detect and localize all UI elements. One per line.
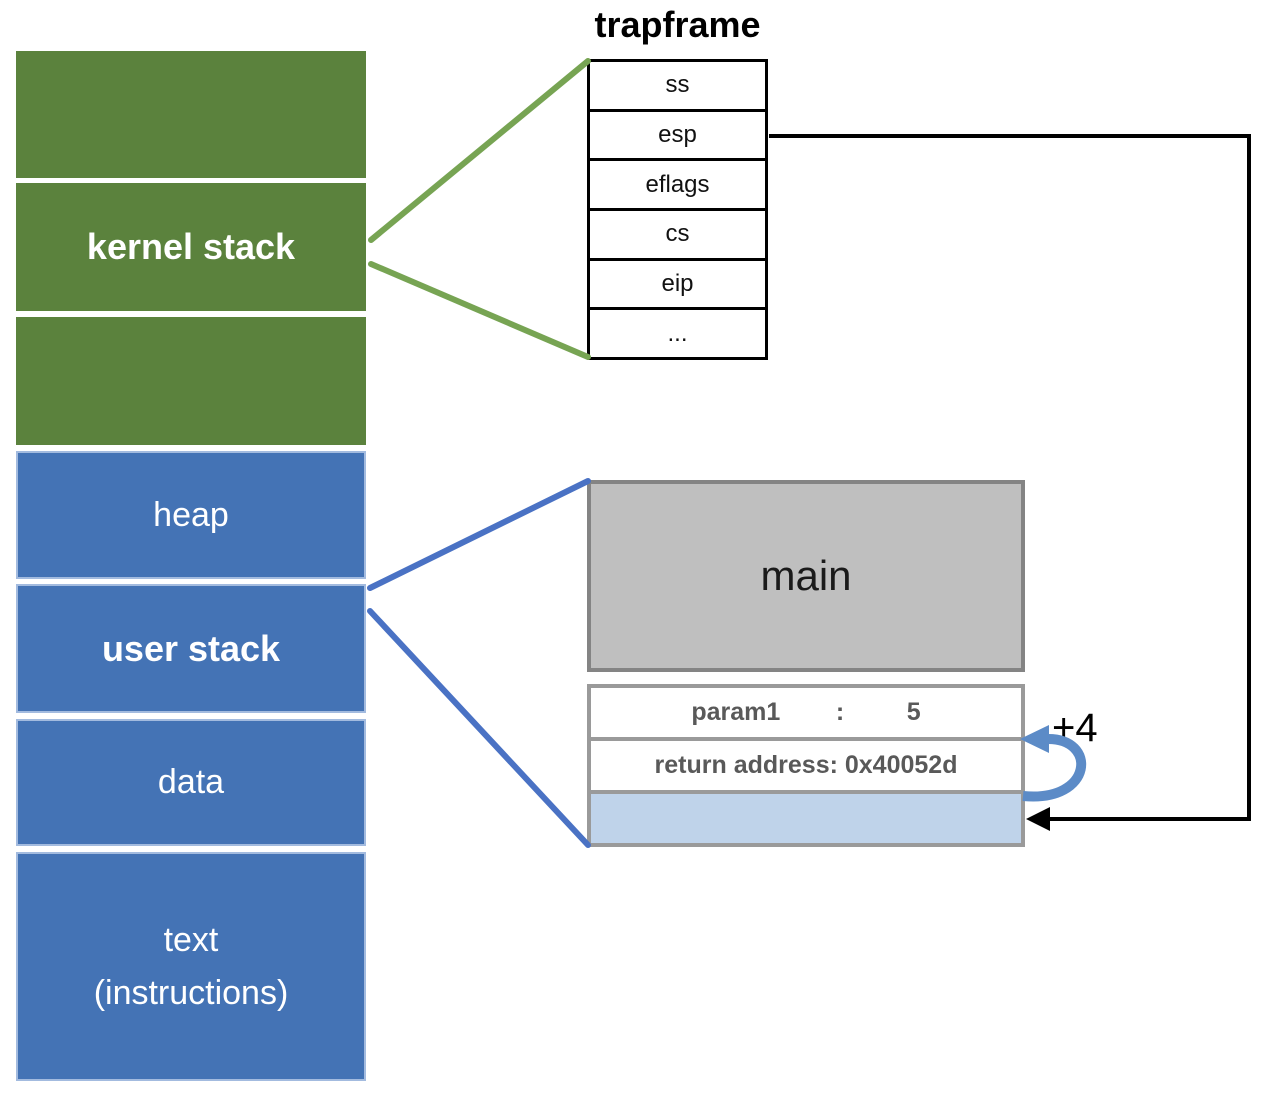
plus4-offset-label: +4 bbox=[1052, 706, 1098, 750]
memory-segment-kernel-stack: kernel stack bbox=[16, 183, 366, 311]
trapframe-row-ss: ss bbox=[665, 71, 690, 99]
stack-frame-row-return-address: return address: 0x40052d bbox=[591, 737, 1021, 790]
trapframe-row-more: ... bbox=[590, 307, 765, 357]
trapframe-row-eip: eip bbox=[590, 257, 765, 308]
memory-segment-data: data bbox=[16, 719, 366, 846]
memory-segment-heap: heap bbox=[16, 451, 366, 579]
trapframe-row-cs: cs bbox=[590, 208, 765, 258]
user-expansion-line-lower bbox=[367, 608, 591, 848]
stack-frame-row-esp-target bbox=[591, 790, 1021, 843]
kernel-expansion-line-lower bbox=[368, 261, 591, 360]
segment-label: data bbox=[157, 763, 225, 801]
kernel-expansion-line-upper bbox=[368, 58, 591, 243]
main-function-box: main bbox=[587, 480, 1025, 672]
segment-label: user stack bbox=[101, 627, 281, 669]
trapframe-table: ss esp eflags cs eip ... bbox=[587, 59, 768, 360]
user-expansion-line-upper bbox=[367, 478, 591, 591]
trapframe-title: trapframe bbox=[594, 4, 761, 45]
segment-label: kernel stack bbox=[86, 226, 296, 267]
trapframe-row-eflags: eflags bbox=[590, 158, 765, 208]
segment-label: text (instructions) bbox=[93, 920, 289, 1012]
esp-pointer-arrowhead bbox=[1026, 807, 1050, 831]
main-label: main bbox=[760, 552, 852, 599]
segment-label: heap bbox=[153, 495, 229, 534]
memory-segment-kernel-lower bbox=[16, 317, 366, 445]
stack-frame-row-param1: param1 : 5 bbox=[691, 698, 921, 726]
memory-segment-text: text (instructions) bbox=[16, 852, 366, 1081]
memory-segment-kernel-upper bbox=[16, 51, 366, 178]
stack-frame-table: param1 : 5 return address: 0x40052d bbox=[587, 684, 1025, 847]
memory-segment-user-stack: user stack bbox=[16, 584, 366, 713]
trapframe-row-esp: esp bbox=[590, 108, 765, 159]
